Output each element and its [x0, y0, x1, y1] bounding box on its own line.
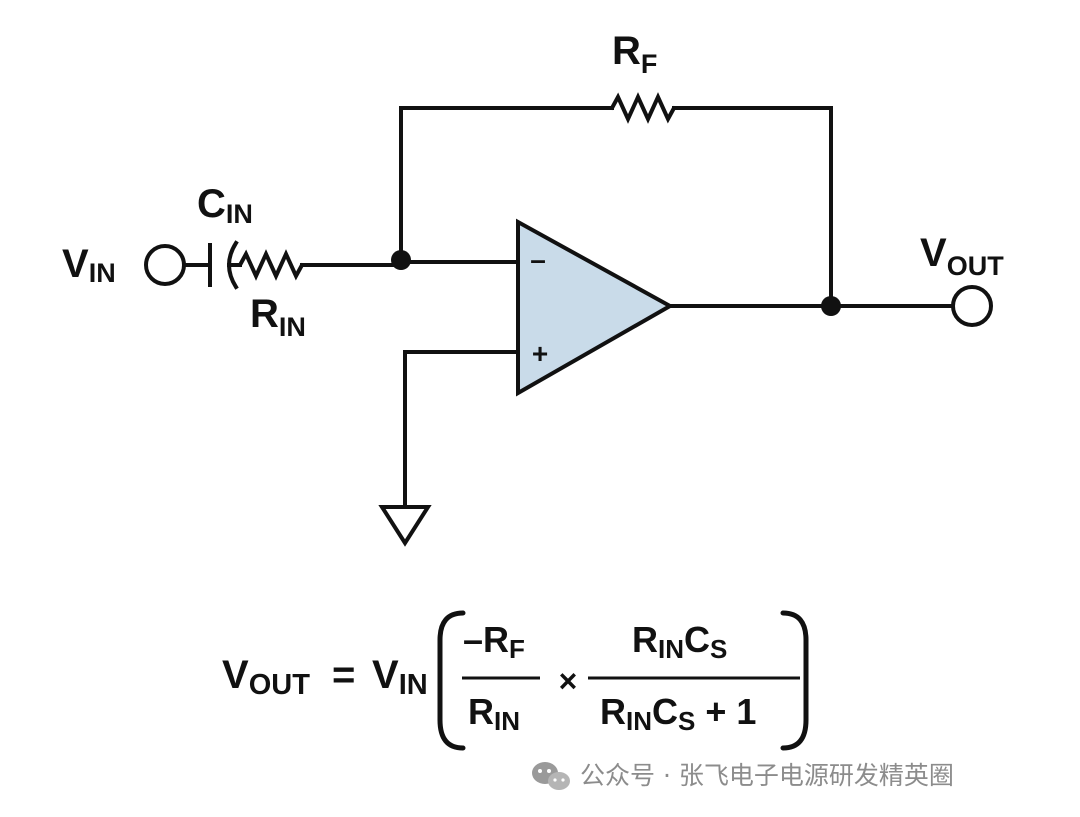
left-paren: [437, 610, 466, 751]
rf-resistor: [610, 92, 676, 124]
opamp-minus-sign: –: [530, 244, 546, 275]
rin-label: RIN: [250, 292, 306, 342]
output-junction-dot: [821, 296, 841, 316]
fraction1-numerator: –RF: [463, 619, 525, 664]
vin-label: VIN: [62, 242, 116, 288]
rf-label: RF: [612, 29, 657, 79]
vout-terminal: [951, 285, 993, 327]
watermark-text: 公众号 · 张飞电子电源研发精英圈: [580, 761, 954, 790]
vout-label: VOUT: [920, 231, 1004, 281]
equation-lhs-vout: VOUT: [222, 653, 310, 701]
fraction2-numerator: RINCS: [632, 619, 727, 664]
equation-vin: VIN: [372, 653, 428, 701]
rin-resistor: [238, 249, 304, 281]
ground-symbol: [378, 505, 432, 547]
transfer-equation: VOUT = VIN –RF RIN × RINCS RINCS + 1: [222, 610, 809, 751]
fraction1-denominator: RIN: [468, 691, 520, 736]
cin-label: CIN: [197, 182, 253, 229]
wechat-icon: [532, 762, 570, 790]
equation-equals-sign: =: [332, 653, 355, 697]
right-paren: [780, 610, 809, 751]
vin-terminal: [144, 244, 186, 286]
multiply-sign: ×: [559, 663, 578, 699]
opamp-plus-sign: +: [532, 338, 548, 369]
fraction2-denominator: RINCS + 1: [600, 691, 756, 736]
opamp-triangle: [516, 218, 675, 397]
